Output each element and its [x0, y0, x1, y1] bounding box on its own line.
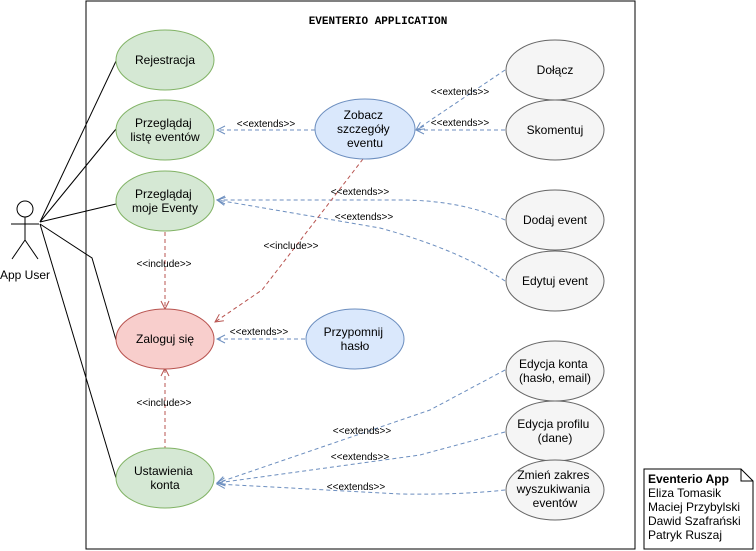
svg-text:Ustawienia konta: Ustawienia konta — [134, 464, 196, 492]
use-case-edytuj[interactable]: Edytuj event — [505, 250, 605, 312]
svg-text:Edycja profilu (dane): Edycja profilu (dane) — [517, 417, 592, 445]
svg-text:Przeglądaj moje Eventy: Przeglądaj moje Eventy — [132, 187, 198, 215]
use-case-zobacz[interactable]: Zobacz szczegóły eventu — [314, 98, 416, 160]
svg-text:Zaloguj się: Zaloguj się — [136, 332, 194, 346]
svg-text:Rejestracja: Rejestracja — [135, 53, 195, 67]
extends-relations — [217, 69, 506, 495]
use-case-dolacz[interactable]: Dołącz — [505, 39, 605, 101]
svg-text:Edycja konta (hasło, ema: Edycja konta (hasło, email) — [519, 357, 591, 385]
svg-text:Dodaj event: Dodaj event — [523, 213, 588, 227]
actor-right-leg — [24, 239, 39, 260]
use-case-zmien-zakres[interactable]: Zmień zakres wyszukiwania eventów — [505, 459, 605, 521]
use-case-przegladaj-liste[interactable]: Przeglądaj listę eventów — [115, 99, 215, 161]
uc-label-line: Rejestracja — [135, 53, 195, 67]
note-fold — [740, 469, 753, 482]
authors-note: Eventerio App Eliza Tomasik Maciej Przyb… — [643, 468, 754, 550]
uc-label-line: moje Eventy — [132, 201, 198, 215]
note-title: Eventerio App — [648, 472, 729, 486]
uc-label-line: Ustawienia — [134, 464, 193, 478]
uc-label-line: wyszukiwania — [516, 482, 591, 496]
label-extends-zobacz-lista: <<extends>> — [237, 119, 296, 130]
uc-label-line: Edycja konta — [519, 357, 588, 371]
uc-label-line: Przypomnij — [324, 325, 383, 339]
association-ustawienia — [39, 223, 117, 479]
uc-label-line: eventu — [347, 136, 383, 150]
label-extends-zmien-zakres: <<extends>> — [327, 482, 386, 493]
uc-label-line: Skomentuj — [527, 123, 584, 137]
uc-label-line: Zobacz — [344, 108, 383, 122]
use-case-dodaj[interactable]: Dodaj event — [505, 189, 605, 251]
svg-text:Dołącz: Dołącz — [537, 63, 574, 77]
actor-left-leg — [11, 239, 26, 260]
label-extends-edycja-profilu: <<extends>> — [331, 452, 390, 463]
label-extends-dodaj: <<extends>> — [331, 187, 390, 198]
use-case-zaloguj[interactable]: Zaloguj się — [115, 308, 215, 370]
uc-label-line: Przeglądaj — [135, 187, 192, 201]
actor-head — [16, 200, 34, 218]
use-case-przypomnij[interactable]: Przypomnij hasło — [305, 308, 405, 370]
label-extends-skomentuj: <<extends>> — [431, 118, 490, 129]
label-extends-edycja-konta: <<extends>> — [333, 426, 392, 437]
note-author: Dawid Szafrański — [648, 514, 741, 528]
association-zaloguj — [39, 223, 117, 341]
include-relations — [165, 158, 364, 450]
uc-label-line: Dodaj event — [523, 213, 588, 227]
uc-label-line: eventów — [533, 496, 578, 510]
svg-text:Zobacz szczegóły e: Zobacz szczegóły eventu — [337, 108, 393, 150]
system-title: EVENTERIO APPLICATION — [309, 16, 448, 28]
uc-label-line: (hasło, email) — [519, 371, 591, 385]
use-case-przegladaj-moje[interactable]: Przeglądaj moje Eventy — [115, 170, 215, 232]
label-extends-przypomnij: <<extends>> — [230, 327, 289, 338]
svg-text:Zmień zakres wyszukiwani: Zmień zakres wyszukiwania eventów — [516, 468, 594, 510]
actor-label: App User — [0, 268, 50, 282]
extends-edycja-konta-to-ustawienia — [217, 369, 506, 483]
uc-label-line: Przeglądaj — [135, 116, 192, 130]
use-case-rejestracja[interactable]: Rejestracja — [115, 29, 215, 91]
include-zobacz-to-zaloguj — [215, 158, 364, 322]
association-rejestracja — [39, 58, 118, 223]
note-shape — [643, 468, 754, 550]
uc-label-line: listę eventów — [130, 130, 200, 144]
svg-text:Edytuj event: Edytuj event — [522, 274, 589, 288]
label-include-zobacz: <<include>> — [263, 241, 318, 252]
actor-app-user: App User — [0, 200, 50, 282]
uc-label-line: (dane) — [538, 431, 573, 445]
svg-text:Przeglądaj listę eventów: Przeglądaj listę eventów — [130, 116, 200, 144]
extends-dolacz-to-zobacz — [416, 69, 506, 130]
extends-zmien-zakres-to-ustawienia — [217, 484, 506, 495]
use-case-edycja-profilu[interactable]: Edycja profilu (dane) — [505, 400, 605, 462]
uc-label-line: Edycja profilu — [517, 417, 589, 431]
uc-label-line: Edytuj event — [522, 274, 589, 288]
svg-text:Przypomnij hasło: Przypomnij hasło — [324, 325, 387, 353]
uc-label-line: Zmień zakres — [517, 468, 589, 482]
extends-edycja-profilu-to-ustawienia — [217, 431, 506, 483]
note-author: Eliza Tomasik — [648, 486, 722, 500]
uc-label-line: szczegóły — [337, 122, 390, 136]
note-author: Maciej Przybylski — [648, 500, 740, 514]
use-case-edycja-konta[interactable]: Edycja konta (hasło, email) — [505, 340, 605, 402]
extends-edytuj-to-moje — [217, 200, 506, 282]
label-extends-edytuj: <<extends>> — [335, 212, 394, 223]
uc-label-line: hasło — [341, 339, 370, 353]
extends-dodaj-to-moje — [217, 200, 506, 221]
label-include-moje: <<include>> — [136, 259, 191, 270]
label-include-ustawienia: <<include>> — [136, 398, 191, 409]
use-case-ustawienia[interactable]: Ustawienia konta — [115, 447, 215, 509]
svg-text:Skomentuj: Skomentuj — [527, 123, 584, 137]
note-author: Patryk Ruszaj — [648, 528, 722, 542]
uc-label-line: konta — [150, 478, 180, 492]
uc-label-line: Dołącz — [537, 63, 574, 77]
association-przegladaj-liste — [39, 128, 117, 223]
actor-associations — [39, 58, 118, 479]
association-przegladaj-moje — [39, 203, 117, 223]
relation-labels: <<extends>> <<extends>> <<extends>> <<ex… — [136, 87, 489, 493]
use-case-skomentuj[interactable]: Skomentuj — [505, 99, 605, 161]
uc-label-line: Zaloguj się — [136, 332, 194, 346]
label-extends-dolacz: <<extends>> — [431, 87, 490, 98]
